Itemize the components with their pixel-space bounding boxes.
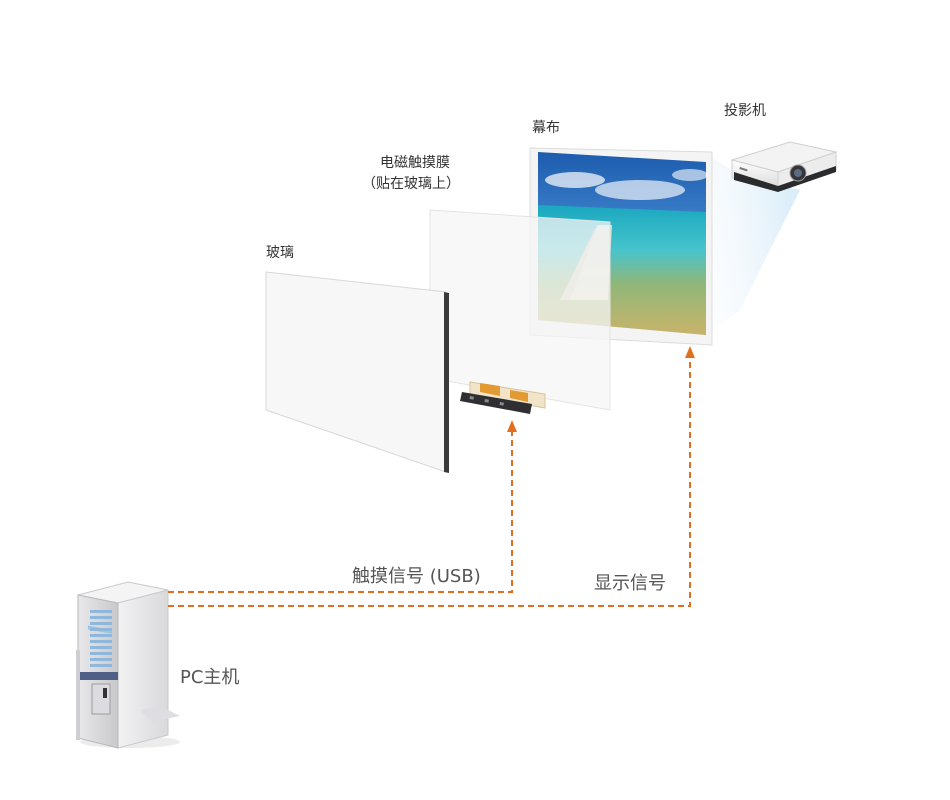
display-signal-line (168, 354, 691, 607)
touch-signal-label: 触摸信号 (USB) (352, 566, 481, 587)
display-signal-arrowhead (685, 346, 695, 358)
screen-label: 幕布 (532, 120, 560, 136)
glass-panel (265, 271, 449, 473)
pc-tower-icon (76, 581, 180, 749)
touch-film-label: 电磁触摸膜 (380, 155, 450, 171)
display-signal-label: 显示信号 (594, 573, 666, 594)
projector-label: 投影机 (724, 103, 766, 119)
touch-film-sublabel: （贴在玻璃上） (362, 175, 460, 192)
pc-label: PC主机 (180, 667, 239, 688)
touch-controller-board-icon (460, 381, 546, 414)
touch-signal-line (168, 428, 513, 593)
glass-label: 玻璃 (266, 244, 294, 261)
touch-film (429, 209, 611, 411)
touch-signal-arrowhead (507, 420, 517, 432)
projection-beam (700, 150, 800, 340)
projector-icon (730, 141, 838, 192)
